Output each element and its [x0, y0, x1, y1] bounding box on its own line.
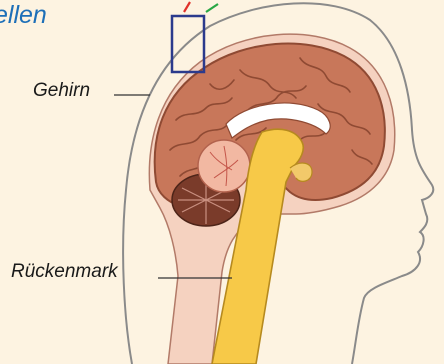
arrow-red	[184, 2, 190, 12]
arrow-green	[206, 4, 218, 12]
title-text: ellen	[0, 0, 47, 30]
brain-label: Gehirn	[33, 80, 90, 102]
spinal-cord-label: Rückenmark	[11, 261, 118, 283]
